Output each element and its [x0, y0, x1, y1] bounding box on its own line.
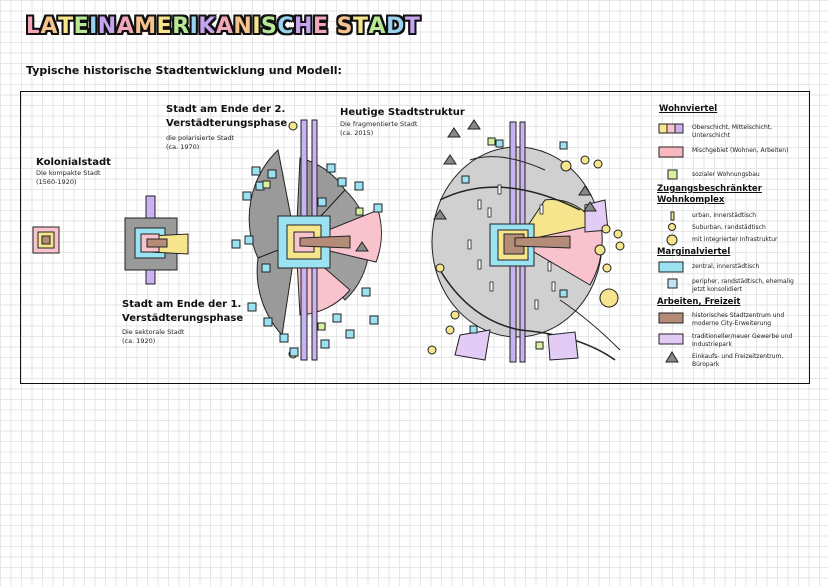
- legend-item-mischgebiet: Mischgebiet (Wohnen, Arbeiten): [692, 147, 789, 154]
- legend-heading-wohnviertel: Wohnviertel: [659, 104, 718, 114]
- title-letter: D: [386, 14, 405, 39]
- title-letter: A: [116, 14, 135, 39]
- kolonialstadt-model: [32, 226, 60, 254]
- page-title: LATEINAMERIKANISCHE STADT: [26, 14, 420, 39]
- title-letter: T: [404, 14, 421, 39]
- legend-heading-arbeiten: Arbeiten, Freizeit: [657, 297, 741, 307]
- title-letter: T: [353, 14, 369, 39]
- kolonialstadt-title: Kolonialstadt: [36, 157, 111, 168]
- title-letter: A: [368, 14, 387, 39]
- title-letter: C: [277, 14, 295, 39]
- subtitle: Typische historische Stadtentwicklung un…: [26, 64, 342, 77]
- kolonialstadt-date: (1560-1920): [36, 178, 77, 186]
- title-letter: H: [294, 14, 313, 39]
- title-letter: K: [198, 14, 216, 39]
- title-letter: I: [252, 14, 262, 39]
- legend-item-infrastruktur: mit integrierter Infrastruktur: [692, 236, 778, 243]
- heute-date: (ca. 2015): [340, 129, 374, 137]
- legend-item-einkaufszentrum: Einkaufs- und Freizeitzentrum, Büropark: [692, 353, 784, 368]
- legend-heading-zugang-line2: Wohnkomplex: [657, 195, 725, 205]
- phase1-title-line1: Stadt am Ende der 1.: [122, 299, 242, 310]
- title-letter: E: [73, 14, 90, 39]
- legend-item-zentral: zentral, innerstädtisch: [692, 263, 760, 270]
- phase2-desc: die polarisierte Stadt: [166, 134, 235, 142]
- legend-item-sozialer-wohnungsbau: sozialer Wohnungsbau: [692, 171, 760, 178]
- legend-heading-marginal: Marginalviertel: [657, 247, 731, 257]
- phase2-date: (ca. 1970): [166, 143, 200, 151]
- legend-icons: [658, 123, 684, 363]
- sektorale-stadt-model: [124, 195, 189, 285]
- legend-item-urban: urban, innerstädtisch: [692, 212, 757, 219]
- title-letter: S: [336, 14, 354, 39]
- title-letter: L: [26, 14, 41, 39]
- title-letter: N: [97, 14, 117, 39]
- title-letter: R: [172, 14, 190, 39]
- title-letter: I: [89, 14, 98, 39]
- title-letter: T: [58, 14, 74, 39]
- title-letter: A: [40, 14, 59, 39]
- polarisierte-stadt-model: [231, 119, 383, 361]
- title-letter: I: [189, 14, 199, 39]
- legend-item-schichten: Oberschicht, Mittelschicht, Unterschicht: [692, 124, 773, 139]
- phase1-desc: Die sektorale Stadt: [122, 328, 185, 336]
- title-letter: N: [233, 14, 253, 39]
- heute-title: Heutige Stadtstruktur: [340, 107, 465, 118]
- phase1-date: (ca. 1920): [122, 337, 156, 345]
- legend-item-gewerbe: traditioneller/neuer Gewerbe und Industr…: [692, 333, 793, 348]
- fragmentierte-stadt-model: [427, 119, 625, 363]
- kolonialstadt-desc: Die kompakte Stadt: [36, 169, 101, 177]
- legend-item-suburban: Suburban, randstädtisch: [692, 224, 766, 231]
- phase2-title-line1: Stadt am Ende der 2.: [166, 104, 286, 115]
- phase2-title-line2: Verstädterungsphase: [166, 118, 288, 129]
- legend-item-stadtzentrum: historisches Stadtzentrum und moderne Ci…: [692, 312, 785, 327]
- legend-heading-zugang-line1: Zugangsbeschränkter: [657, 184, 762, 194]
- title-letter: S: [261, 14, 278, 39]
- diagram-frame: [20, 91, 810, 384]
- title-letter: M: [134, 14, 157, 39]
- title-letter: E: [312, 14, 329, 39]
- title-letter: E: [156, 14, 173, 39]
- phase1-title-line2: Verstädterungsphase: [122, 313, 244, 324]
- title-letter: A: [215, 14, 234, 39]
- heute-desc: Die fragmentierte Stadt: [340, 120, 418, 128]
- legend-item-peripher: peripher, randstädtisch, ehemalig jetzt …: [692, 278, 794, 293]
